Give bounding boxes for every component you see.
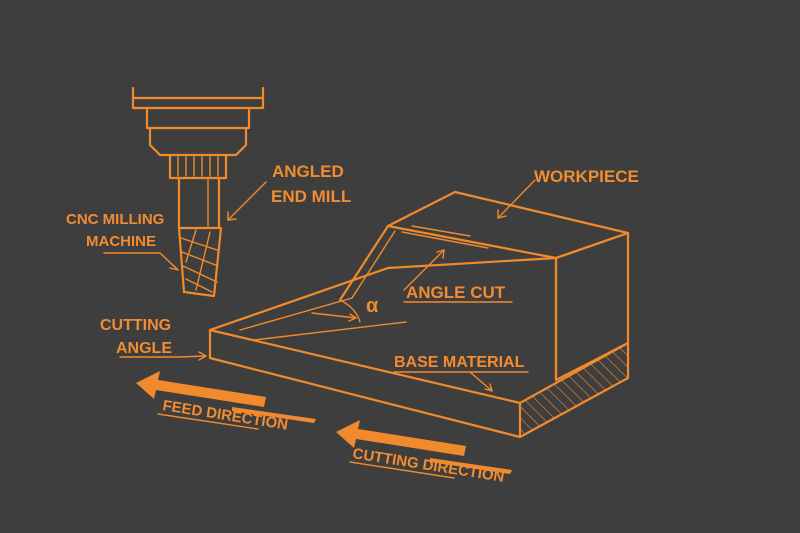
- base-side-hatching: [520, 343, 628, 437]
- base-material: [208, 256, 630, 439]
- base-material-leader: [469, 371, 493, 392]
- cutting-angle-label-line2: ANGLE: [116, 340, 172, 357]
- end-mill-leader: [227, 181, 267, 221]
- angle-cut-edge: [338, 224, 390, 302]
- base-top-back-edge: [208, 256, 558, 332]
- feed-direction-arrow: [136, 371, 316, 430]
- collet: [168, 153, 228, 180]
- workpiece-top-face: [386, 190, 630, 260]
- leader-lines: [103, 179, 536, 392]
- alpha-pointer: [311, 312, 357, 319]
- feed-direction-label: FEED DIRECTION: [161, 397, 289, 434]
- workpiece-leader: [497, 179, 536, 219]
- spindle-nose: [148, 126, 248, 157]
- angled-end-mill: [177, 226, 223, 298]
- end-mill-body: [177, 226, 223, 298]
- spindle-collar: [145, 106, 251, 130]
- cutting-direction-label: CUTTING DIRECTION: [351, 445, 505, 486]
- cutting-direction-arrow: [336, 420, 512, 479]
- cutting-angle-leader: [119, 355, 207, 358]
- angle-cut-leader: [403, 249, 445, 291]
- workpiece-label: WORKPIECE: [534, 167, 639, 186]
- angle-cut-label: ANGLE CUT: [406, 283, 506, 302]
- alpha-symbol: α: [366, 295, 379, 317]
- cutting-angle-label-line1: CUTTING: [100, 317, 171, 334]
- cnc-milling-machine: [131, 86, 265, 230]
- alpha-arc: [339, 299, 361, 323]
- end-mill-label-line2: END MILL: [271, 187, 351, 206]
- tool-shank: [177, 176, 221, 230]
- end-mill-label-line1: ANGLED: [272, 162, 344, 181]
- cnc-label-line2: MACHINE: [86, 233, 156, 250]
- angle-alpha-marker: [311, 299, 361, 323]
- base-material-label: BASE MATERIAL: [394, 354, 525, 371]
- cnc-leader: [103, 252, 179, 271]
- cnc-label-line1: CNC MILLING: [66, 211, 164, 228]
